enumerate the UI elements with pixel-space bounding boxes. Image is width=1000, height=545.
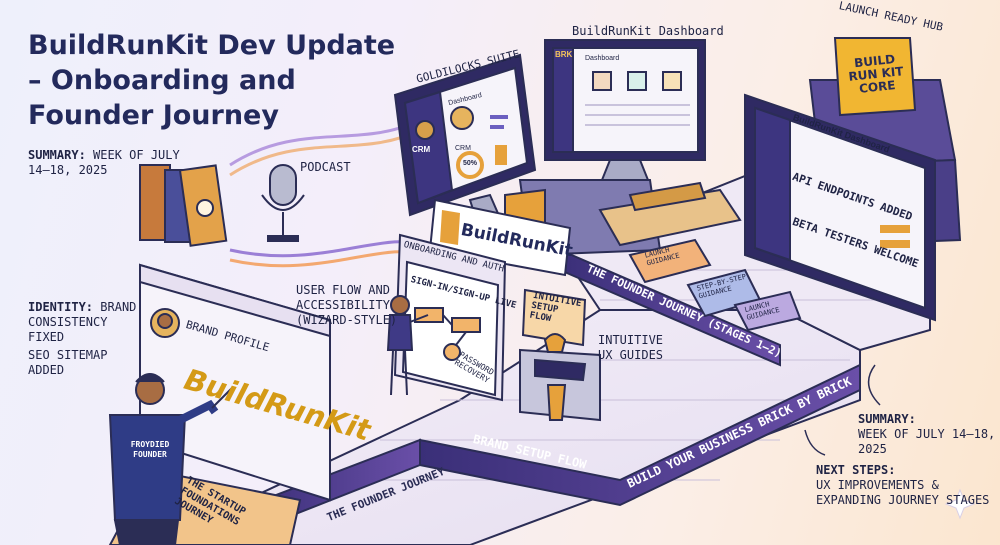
onboarding-board — [393, 233, 507, 402]
goldilocks-crm: CRM — [412, 145, 431, 154]
summary-right-text: WEEK OF JULY 14–18, 2025 — [858, 427, 996, 456]
summary-left: SUMMARY: WEEK OF JULY 14–18, 2025 — [28, 148, 198, 178]
user-flow-label: USER FLOW AND ACCESSIBILITY (WIZARD-STYL… — [296, 283, 398, 327]
seo-note: SEO SITEMAP ADDED — [28, 348, 108, 377]
launch-hub-box: BUILD RUN KIT CORE — [847, 51, 905, 96]
goldilocks-crm2: CRM — [455, 145, 471, 152]
guidance-tiles — [628, 238, 802, 332]
dashboard-monitor — [544, 39, 706, 181]
microphone-icon — [261, 164, 305, 242]
books-icon — [139, 164, 228, 247]
dashboard-top-label: BuildRunKit Dashboard — [572, 24, 724, 38]
next-steps-line1: UX IMPROVEMENTS & — [816, 478, 939, 492]
dashboard-top-header: Dashboard — [585, 55, 620, 62]
person-presenter — [386, 295, 429, 396]
dashboard-top-logo: BRK — [555, 50, 573, 59]
wave-line — [229, 128, 421, 177]
summary-left-label: SUMMARY: — [28, 148, 86, 162]
summary-left-text: WEEK OF JULY 14–18, 2025 — [28, 148, 180, 177]
podcast-label: PODCAST — [300, 160, 351, 174]
intuitive-station — [519, 288, 601, 422]
founder-character — [108, 373, 233, 545]
page-title: BuildRunKit Dev Update – Onboarding and … — [28, 30, 396, 131]
founder-shirt-text: FROYDIED FOUNDER — [130, 440, 170, 459]
wave-line — [229, 118, 421, 167]
next-steps-label: NEXT STEPS: — [816, 463, 896, 477]
summary-right: SUMMARY: WEEK OF JULY 14–18, 2025 — [858, 412, 998, 457]
identity-note: IDENTITY: BRAND CONSISTENCY FIXED — [28, 300, 148, 345]
intuitive-guides-label: INTUITIVE UX GUIDES — [598, 333, 664, 362]
identity-text: BRAND CONSISTENCY FIXED — [28, 300, 137, 344]
next-steps-line2: EXPANDING JOURNEY STAGES — [816, 493, 990, 507]
summary-right-label: SUMMARY: — [858, 412, 916, 426]
right-monitor — [744, 93, 936, 322]
brand-profile-panel — [139, 263, 331, 502]
goldilocks-monitor — [393, 53, 537, 227]
goldilocks-pct: 50% — [463, 160, 478, 167]
next-steps: NEXT STEPS: UX IMPROVEMENTS & EXPANDING … — [816, 463, 996, 508]
identity-label: IDENTITY: — [28, 300, 94, 314]
